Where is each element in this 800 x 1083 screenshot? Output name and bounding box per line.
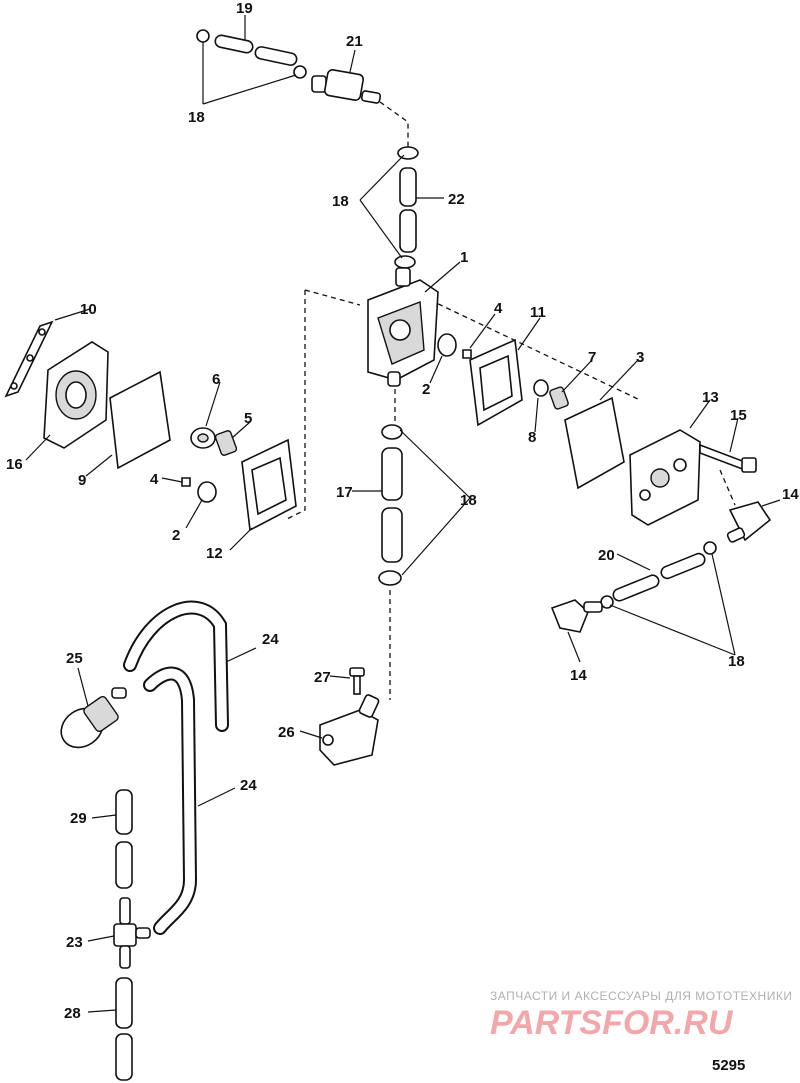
callout-10: 10 <box>80 301 97 318</box>
callout-9: 9 <box>78 472 86 489</box>
callout-22: 22 <box>448 191 465 208</box>
callout-18: 18 <box>188 109 205 126</box>
callout-24: 24 <box>262 631 279 648</box>
callout-13: 13 <box>702 389 719 406</box>
callout-16: 16 <box>6 456 23 473</box>
part-22-hose <box>394 146 419 269</box>
callout-12: 12 <box>206 545 223 562</box>
watermark: ЗАПЧАСТИ И АКСЕССУАРЫ ДЛЯ МОТОТЕХНИКИ PA… <box>490 989 792 1042</box>
callout-20: 20 <box>598 547 615 564</box>
part-10-plate <box>4 320 54 398</box>
part-17-hose <box>378 424 403 586</box>
part-26-fitting-bracket <box>319 694 380 766</box>
part-19-hose <box>196 29 307 79</box>
part-13-cover <box>629 429 701 526</box>
part-24-hose-upper <box>123 600 229 732</box>
figure-number: 5295 <box>712 1057 745 1074</box>
callout-7: 7 <box>588 349 596 366</box>
callout-21: 21 <box>346 33 363 50</box>
leader-lines <box>25 15 781 1013</box>
callout-1: 1 <box>460 249 468 266</box>
callout-6: 6 <box>212 371 220 388</box>
part-24-hose-lower <box>143 666 198 935</box>
watermark-tagline: ЗАПЧАСТИ И АКСЕССУАРЫ ДЛЯ МОТОТЕХНИКИ <box>490 989 792 1003</box>
assembly-dashed-lines <box>284 101 736 700</box>
part-2-disc-upper <box>437 333 457 357</box>
part-28-hose <box>115 977 133 1081</box>
callout-23: 23 <box>66 934 83 951</box>
part-11-gasket <box>469 338 523 427</box>
part-15-bolt <box>699 443 757 473</box>
part-4-check-valve-lower <box>181 477 191 487</box>
callout-14: 14 <box>570 667 587 684</box>
part-2-disc-lower <box>197 481 217 503</box>
callout-5: 5 <box>244 410 252 427</box>
callout-2: 2 <box>172 527 180 544</box>
part-25-inline-filter <box>60 687 127 749</box>
part-3-diaphragm <box>564 396 625 490</box>
callout-4: 4 <box>494 300 503 317</box>
callout-11: 11 <box>530 304 546 321</box>
part-14-elbow-fitting-upper <box>726 501 772 543</box>
part-16-housing <box>43 341 109 449</box>
part-20-hose <box>600 541 717 609</box>
callout-2: 2 <box>422 381 430 398</box>
part-5-spring <box>214 430 238 456</box>
callout-26: 26 <box>278 724 295 741</box>
watermark-logo: PARTSFOR.RU <box>490 1004 734 1042</box>
part-9-diaphragm <box>109 370 171 470</box>
part-8-washer <box>533 379 549 397</box>
part-21-fuel-filter <box>311 69 382 104</box>
callout-4: 4 <box>150 471 159 488</box>
callout-28: 28 <box>64 1005 81 1022</box>
callout-labels: 19 21 18 18 22 1 10 4 11 2 7 3 13 15 14 … <box>6 0 799 1022</box>
callout-3: 3 <box>636 349 644 366</box>
part-23-tee-fitting <box>113 897 151 969</box>
callout-19: 19 <box>236 0 253 17</box>
callout-18: 18 <box>460 492 477 509</box>
callout-17: 17 <box>336 484 353 501</box>
callout-24: 24 <box>240 777 257 794</box>
callout-29: 29 <box>70 810 87 827</box>
part-29-hose <box>115 789 133 889</box>
part-27-screw <box>349 667 365 695</box>
callout-18: 18 <box>332 193 349 210</box>
callout-15: 15 <box>730 407 747 424</box>
callout-25: 25 <box>66 650 83 667</box>
callout-14: 14 <box>782 486 799 503</box>
part-6-valve-cap <box>190 427 216 449</box>
part-1-pump-body <box>367 267 439 387</box>
callout-8: 8 <box>528 429 536 446</box>
part-12-gasket <box>241 438 297 532</box>
callout-27: 27 <box>314 669 331 686</box>
part-4-check-valve-upper <box>462 349 472 359</box>
callout-18: 18 <box>728 653 745 670</box>
part-7-spring <box>549 386 569 410</box>
part-14-elbow-fitting-lower <box>550 599 603 633</box>
